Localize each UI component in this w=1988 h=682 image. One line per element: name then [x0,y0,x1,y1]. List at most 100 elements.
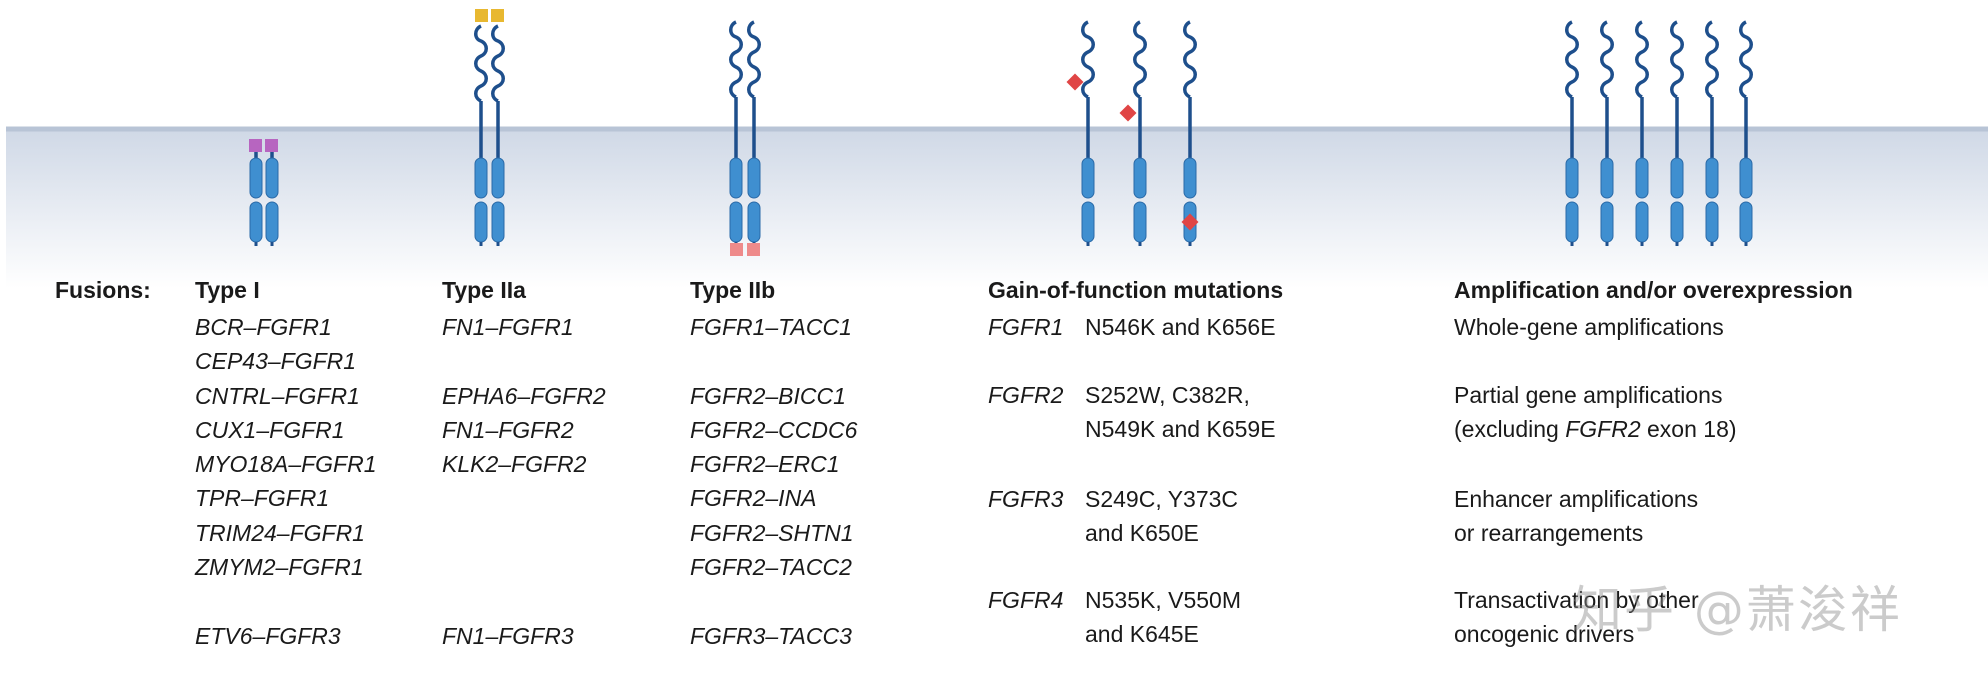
kinase-domain-lower [1635,201,1649,243]
fusion-gene-pair: FGFR2–SHTN1 [690,519,854,546]
kinase-domain-upper [1133,157,1147,199]
mutation-variants: N549K and K659E [1085,416,1276,442]
fusions-label: Fusions: [55,277,151,303]
watermark: 知乎 @萧浚祥 [1572,581,1902,639]
extracellular-domain [1565,20,1579,99]
extracellular-domain [1081,20,1095,99]
mutation-variants: N546K and K656E [1085,314,1276,340]
kinase-domain-upper [1670,157,1684,199]
fusion-gene-pair: TRIM24–FGFR1 [195,519,365,546]
fusion-gene-pair: CNTRL–FGFR1 [195,382,360,409]
fusion-gene-pair: FGFR3–TACC3 [690,622,852,649]
amp-text: (excluding FGFR2 exon 18) [1454,416,1737,442]
mutation-variants: and K645E [1085,621,1199,647]
kinase-domain-upper [1565,157,1579,199]
amplification-header: Amplification and/or overexpression [1454,277,1853,303]
fusion-gene-pair [442,550,606,584]
fusion-gene-pair: FGFR2–ERC1 [690,451,840,478]
kinase-domain-lower [474,201,488,243]
extracellular-domain [1635,20,1649,99]
fusion-partner-square [747,243,760,256]
mutation-variants: N535K, V550M [1085,587,1241,613]
amp-text: Whole-gene amplifications [1454,314,1724,340]
kinase-domain-upper [265,157,279,199]
fusion-gene-pair: BCR–FGFR1 [195,314,332,340]
fusion-gene-pair: EPHA6–FGFR2 [442,382,606,409]
mutation-variants: and K650E [1085,520,1199,546]
amp-text: Partial gene amplifications [1454,382,1723,408]
kinase-domain-lower [1705,201,1719,243]
amp-text: Enhancer amplifications [1454,486,1699,512]
kinase-domain-upper [1600,157,1614,199]
kinase-domain-lower [1739,201,1753,243]
fusion-gene-pair [195,584,377,618]
extracellular-domain [1600,20,1614,99]
fusion-gene-pair [442,516,606,550]
kinase-domain-upper [491,157,505,199]
fusion-gene-pair: ZMYM2–FGFR1 [195,554,364,581]
fusion-gene-pair: CEP43–FGFR1 [195,348,357,375]
mutation-variants: S249C, Y373C [1085,486,1239,512]
receptors-group [249,9,1753,256]
kinase-domain-upper [1183,157,1197,199]
fusion-gene-pair: KLK2–FGFR2 [442,451,587,478]
fusion-gene-pair: FGFR2–BICC1 [690,382,846,409]
fusion-partner-square [491,9,504,22]
fusion-gene-pair: CUX1–FGFR1 [195,416,345,443]
kinase-domain-upper [474,157,488,199]
extracellular-domain [1705,20,1719,99]
fusion-gene-pair: FGFR1–TACC1 [690,314,852,340]
kinase-domain-upper [1081,157,1095,199]
cytoplasm-gradient [6,128,1988,288]
fusion-gene-pair: FGFR2–INA [690,485,817,512]
fusion-gene-pair [442,584,606,618]
kinase-domain-upper [1739,157,1753,199]
kinase-domain-upper [249,157,263,199]
kinase-domain-upper [1635,157,1649,199]
fusion-gene-pair: ETV6–FGFR3 [195,622,341,649]
amp-enhancer: Enhancer amplifications or rearrangement… [1454,482,1698,550]
fusion-partner-square [265,139,278,152]
kinase-domain-lower [1600,201,1614,243]
mutation-marker [1119,104,1137,122]
fusion-partner-square [475,9,488,22]
type-i-header: Type I [195,277,260,303]
amp-text: or rearrangements [1454,520,1644,546]
kinase-domain-lower [747,201,761,243]
extracellular-domain [1670,20,1684,99]
extracellular-domain [1133,20,1147,99]
mutation-gene: FGFR2 [988,382,1064,408]
mutation-gene: FGFR1 [988,314,1064,340]
fusion-gene-pair [690,584,857,618]
fusion-gene-pair [442,481,606,515]
extracellular-domain [474,24,488,103]
mutation-gene: FGFR4 [988,587,1064,613]
mutation-marker [1066,73,1084,91]
extracellular-domain [729,20,743,99]
fusion-gene-pair [690,344,857,378]
gof-header: Gain-of-function mutations [988,277,1284,303]
fusion-gene-pair: FGFR2–CCDC6 [690,416,858,443]
fusion-gene-pair: MYO18A–FGFR1 [195,451,377,478]
type-iib-header: Type IIb [690,277,776,303]
kinase-domain-lower [249,201,263,243]
fusion-gene-pair [442,344,606,378]
amp-transactivation: Transactivation by other oncogenic drive… [1454,583,1699,651]
fusion-gene-pair: FGFR2–TACC2 [690,554,852,581]
kinase-domain-lower [729,201,743,243]
kinase-domain-lower [265,201,279,243]
amp-whole-gene: Whole-gene amplifications [1454,310,1724,344]
fusion-gene-pair: TPR–FGFR1 [195,485,330,512]
kinase-domain-lower [1081,201,1095,243]
amp-text: oncogenic drivers [1454,621,1635,647]
kinase-domain-upper [1705,157,1719,199]
extracellular-domain [1739,20,1753,99]
extracellular-domain [491,24,505,103]
fusion-gene-pair: FN1–FGFR3 [442,622,574,649]
amp-text: Transactivation by other [1454,587,1699,613]
fusion-partner-square [249,139,262,152]
kinase-domain-upper [747,157,761,199]
